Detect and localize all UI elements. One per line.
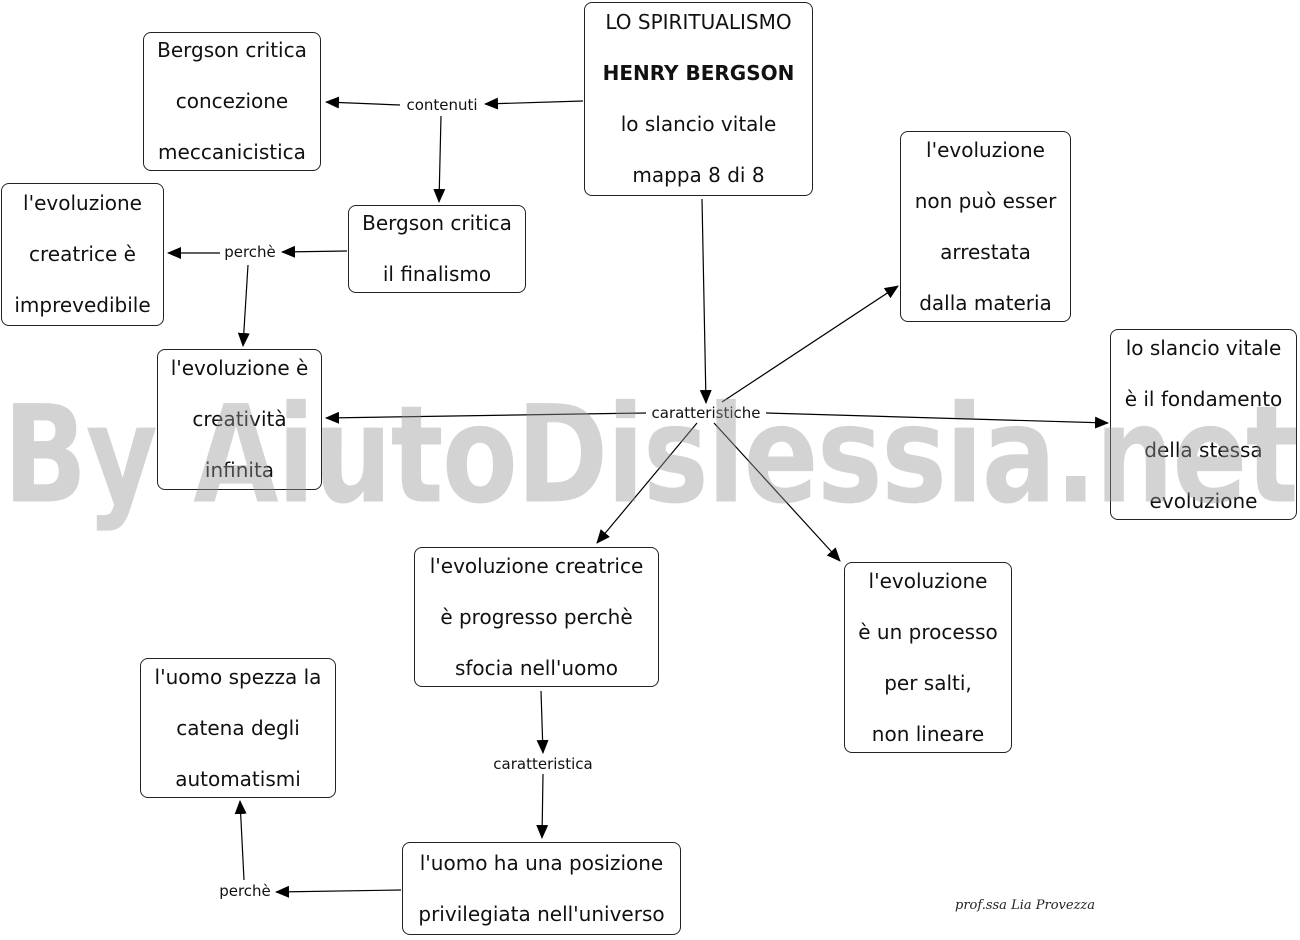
concept-line: arrestata	[940, 239, 1031, 264]
concept-line: automatismi	[175, 766, 301, 791]
edge-finalismo-perche	[281, 245, 348, 258]
concept-salti: l'evoluzione è un processo per salti, no…	[844, 562, 1012, 753]
concept-line: l'uomo spezza la	[154, 664, 322, 689]
concept-line: meccanicistica	[158, 140, 306, 164]
concept-posizione: l'uomo ha una posizione privilegiata nel…	[402, 842, 681, 935]
concept-meccanicistica: Bergson critica concezione meccanicistic…	[143, 32, 321, 171]
concept-line: imprevedibile	[14, 293, 151, 317]
main-subtitle: lo slancio vitale	[620, 112, 777, 136]
concept-line: è progresso perchè	[440, 604, 633, 629]
concept-finalismo: Bergson critica il finalismo	[348, 205, 526, 293]
concept-imprevedibile: l'evoluzione creatrice è imprevedibile	[1, 183, 164, 326]
concept-line: evoluzione	[1149, 488, 1258, 513]
edge-main-caratteristiche	[699, 198, 712, 404]
concept-materia: l'evoluzione non può esser arrestata dal…	[900, 131, 1071, 322]
concept-line: il finalismo	[382, 262, 492, 286]
concept-line: concezione	[175, 89, 289, 113]
concept-line: l'uomo ha una posizione	[419, 850, 664, 875]
concept-line: l'evoluzione	[868, 568, 988, 593]
concept-line: catena degli	[176, 715, 300, 740]
concept-main: LO SPIRITUALISMO HENRY BERGSON lo slanci…	[584, 2, 813, 196]
edge-posizione-perche	[275, 885, 402, 898]
concept-line: lo slancio vitale	[1125, 335, 1282, 360]
concept-line: non può esser	[914, 188, 1057, 213]
concept-line: creatrice è	[29, 242, 136, 266]
edge-caratteristica-posizione	[536, 773, 549, 839]
concept-line: è il fondamento	[1124, 386, 1283, 411]
concept-line: Bergson critica	[157, 38, 307, 62]
concept-line: l'evoluzione	[926, 137, 1045, 162]
concept-line: Bergson critica	[362, 211, 512, 235]
concept-fondamento: lo slancio vitale è il fondamento della …	[1110, 329, 1297, 520]
concept-line: sfocia nell'uomo	[454, 655, 619, 680]
edge-caratteristiche-materia	[721, 285, 899, 403]
concept-line: della stessa	[1144, 437, 1263, 462]
concept-line: l'evoluzione è	[170, 356, 309, 380]
edge-contenuti-meccanicistica	[325, 96, 401, 109]
edge-contenuti-finalismo	[433, 115, 446, 203]
concept-creativita: l'evoluzione è creatività infinita	[157, 349, 322, 490]
edge-main-contenuti	[484, 97, 584, 110]
edge-caratteristiche-fondamento	[765, 412, 1109, 429]
link-label-perche-2: perchè	[216, 882, 274, 900]
edge-caratteristiche-salti	[713, 422, 841, 562]
link-label-caratteristica: caratteristica	[490, 755, 596, 773]
link-label-contenuti: contenuti	[403, 96, 481, 114]
concept-line: per salti,	[884, 670, 972, 695]
concept-line: è un processo	[858, 619, 998, 644]
concept-line: non lineare	[871, 721, 985, 746]
concept-progresso: l'evoluzione creatrice è progresso perch…	[414, 547, 659, 687]
edge-progresso-caratteristica	[536, 690, 549, 754]
concept-line: l'evoluzione	[23, 191, 142, 215]
link-label-caratteristiche: caratteristiche	[648, 404, 764, 422]
author-signature: prof.ssa Lia Provezza	[955, 898, 1096, 913]
main-title: LO SPIRITUALISMO	[605, 10, 792, 34]
edge-perche-creativita	[237, 264, 250, 347]
concept-line: infinita	[204, 458, 275, 482]
link-label-perche: perchè	[221, 243, 279, 261]
concept-line: privilegiata nell'universo	[418, 901, 665, 926]
concept-automatismi: l'uomo spezza la catena degli automatism…	[140, 658, 336, 798]
main-map-number: mappa 8 di 8	[632, 163, 765, 187]
concept-line: creatività	[192, 407, 287, 431]
concept-line: dalla materia	[919, 290, 1052, 315]
edge-caratteristiche-progresso	[596, 422, 698, 544]
edge-caratteristiche-creativita	[325, 411, 647, 424]
concept-line: l'evoluzione creatrice	[429, 553, 644, 578]
main-author: HENRY BERGSON	[602, 61, 795, 85]
edge-perche-automatismi	[234, 800, 247, 881]
